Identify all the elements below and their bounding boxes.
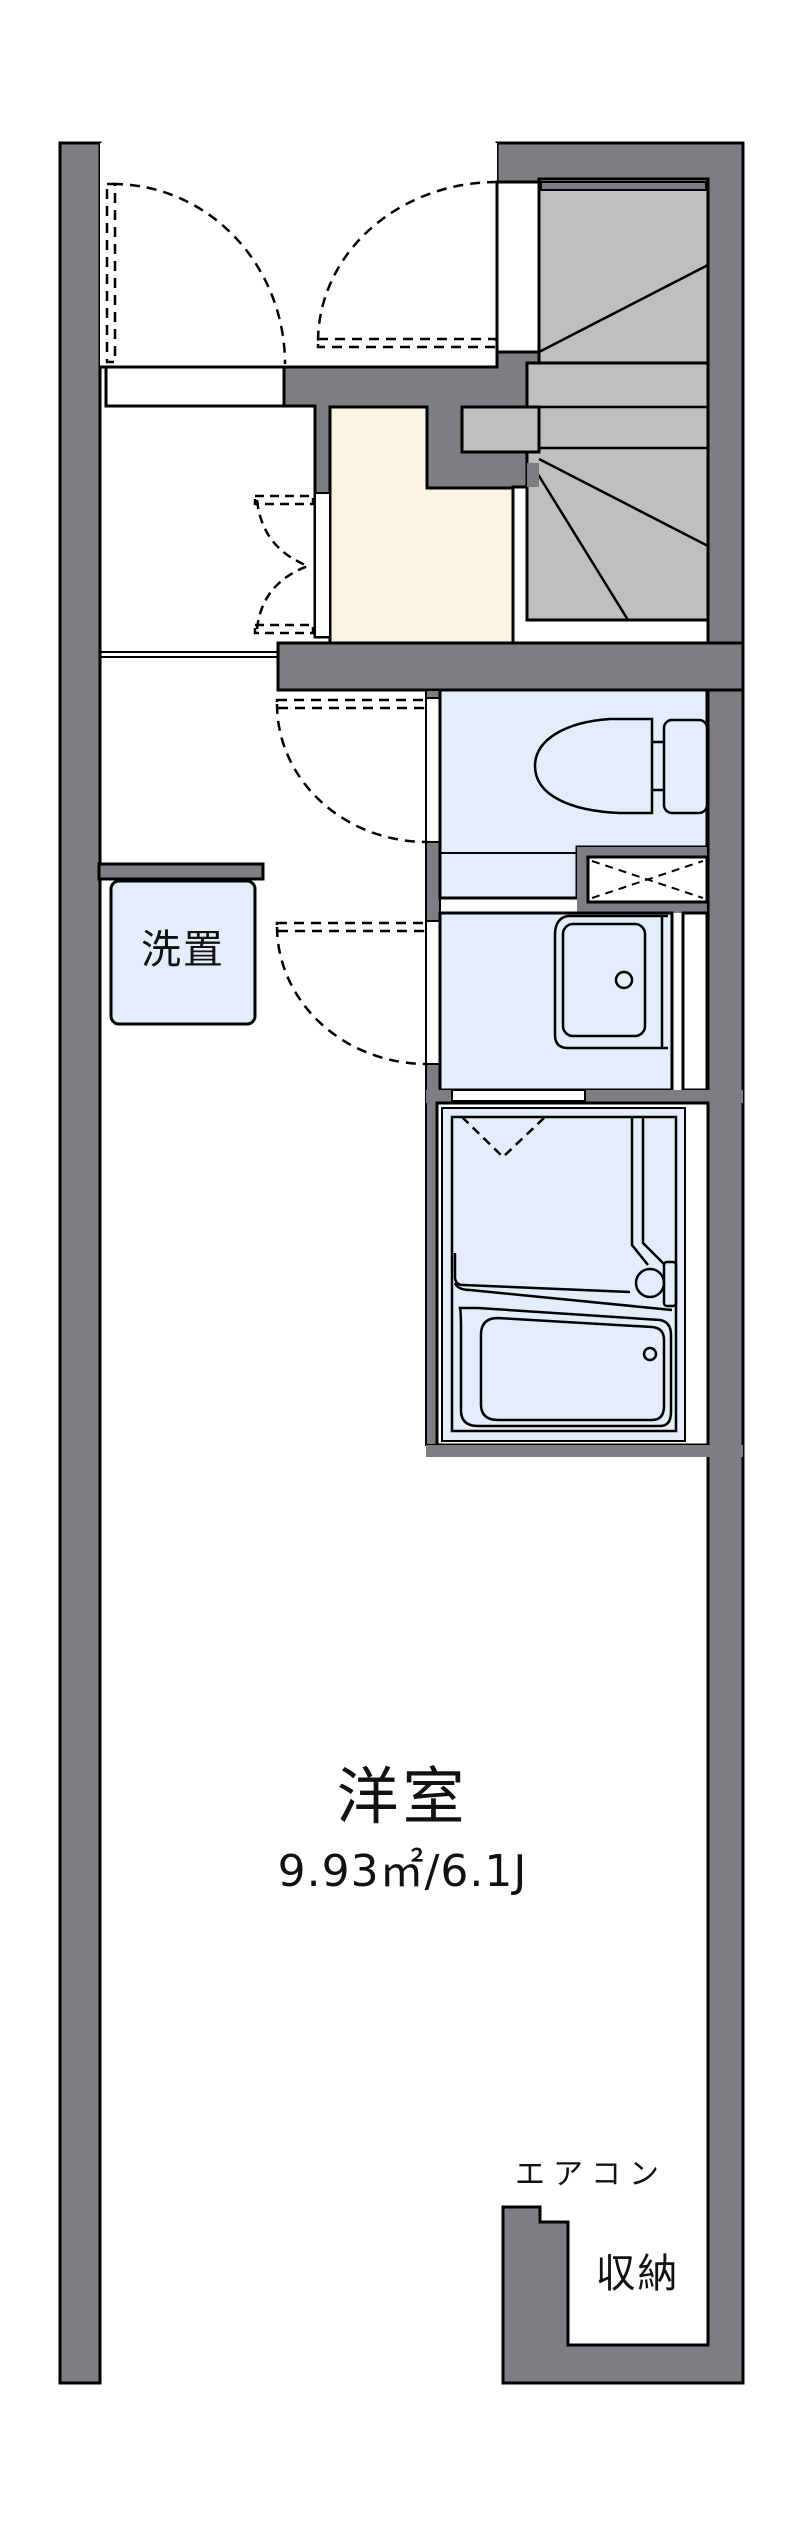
- entrance-porch: [100, 143, 497, 367]
- shelf-slot: [681, 911, 709, 1092]
- staircase-icon: [460, 177, 710, 622]
- storage-label: 収納: [595, 2251, 680, 2297]
- room-area-label: 9.93㎡/6.1J: [277, 1846, 528, 1897]
- toilet-icon: [533, 717, 709, 815]
- bathtub-icon: [458, 1306, 673, 1428]
- door-swing-icon: [275, 921, 426, 1066]
- door-swing-icon: [316, 180, 498, 349]
- closet-door-frame: [314, 492, 331, 638]
- door-swing-icon: [461, 1116, 546, 1159]
- room-name-label: 洋室: [336, 1760, 469, 1833]
- stair-opening: [495, 180, 541, 354]
- washer-space: [109, 879, 257, 1026]
- entrance-step: [104, 365, 286, 408]
- wall-segment: [426, 1445, 743, 1457]
- wall-segment: [276, 641, 745, 692]
- walls: [58, 141, 745, 2385]
- shower-icon: [453, 1117, 678, 1312]
- bathroom: [435, 1101, 710, 1447]
- pipe-space-icon: [586, 855, 709, 904]
- air-conditioner-label: エアコン: [515, 2157, 667, 2192]
- wall-segment: [97, 862, 265, 881]
- washer-space-label: 洗置: [141, 927, 225, 973]
- door-swing-icon: [105, 182, 287, 365]
- washbasin-icon: [553, 914, 668, 1050]
- door-swing-icon: [253, 494, 315, 635]
- door-swing-icon: [275, 698, 426, 844]
